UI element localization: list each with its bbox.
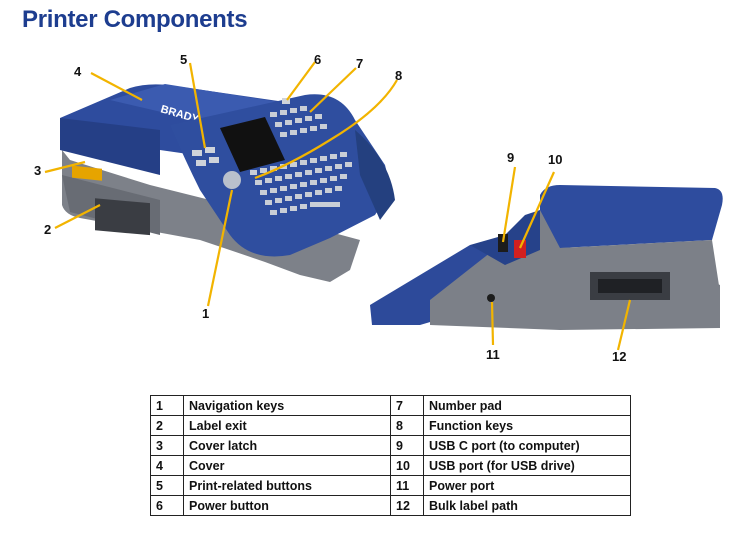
printer-illustration: BRADY [44, 61, 723, 351]
callout-6: 6 [314, 52, 322, 67]
printer-front-view: BRADY [60, 84, 395, 282]
component-label: Number pad [423, 395, 631, 416]
table-row: 6 Power button 12 Bulk label path [150, 495, 631, 516]
table-row: 2 Label exit 8 Function keys [150, 415, 631, 436]
component-label: USB port (for USB drive) [423, 455, 631, 476]
component-label: Navigation keys [183, 395, 391, 416]
table-row: 3 Cover latch 9 USB C port (to computer) [150, 435, 631, 456]
callout-8: 8 [395, 68, 403, 83]
page-title: Printer Components [22, 6, 248, 33]
component-number: 8 [390, 415, 424, 436]
component-number: 10 [390, 455, 424, 476]
callout-12: 12 [612, 349, 627, 364]
component-label: Cover [183, 455, 391, 476]
component-number: 9 [390, 435, 424, 456]
table-row: 4 Cover 10 USB port (for USB drive) [150, 455, 631, 476]
printer-side-view [370, 185, 723, 330]
callout-1: 1 [202, 306, 210, 321]
component-number: 11 [390, 475, 424, 496]
table-row: 1 Navigation keys 7 Number pad [150, 395, 631, 416]
callout-2: 2 [44, 222, 52, 237]
component-label: Cover latch [183, 435, 391, 456]
callout-4: 4 [74, 64, 82, 79]
table-row: 5 Print-related buttons 11 Power port [150, 475, 631, 496]
callout-11: 11 [486, 347, 500, 362]
callout-3: 3 [34, 163, 42, 178]
component-label: Print-related buttons [183, 475, 391, 496]
component-number: 3 [150, 435, 184, 456]
component-label: Power port [423, 475, 631, 496]
component-number: 4 [150, 455, 184, 476]
component-number: 6 [150, 495, 184, 516]
component-label: Function keys [423, 415, 631, 436]
component-number: 12 [390, 495, 424, 516]
callout-10: 10 [548, 152, 563, 167]
component-number: 1 [150, 395, 184, 416]
callout-9: 9 [507, 150, 515, 165]
callout-5: 5 [180, 52, 188, 67]
component-number: 7 [390, 395, 424, 416]
callout-7: 7 [356, 56, 364, 71]
component-label: Label exit [183, 415, 391, 436]
component-number: 5 [150, 475, 184, 496]
component-label: USB C port (to computer) [423, 435, 631, 456]
callout-lines [44, 61, 632, 351]
component-label: Bulk label path [423, 495, 631, 516]
component-label: Power button [183, 495, 391, 516]
component-number: 2 [150, 415, 184, 436]
components-table: 1 Navigation keys 7 Number pad 2 Label e… [150, 395, 631, 516]
